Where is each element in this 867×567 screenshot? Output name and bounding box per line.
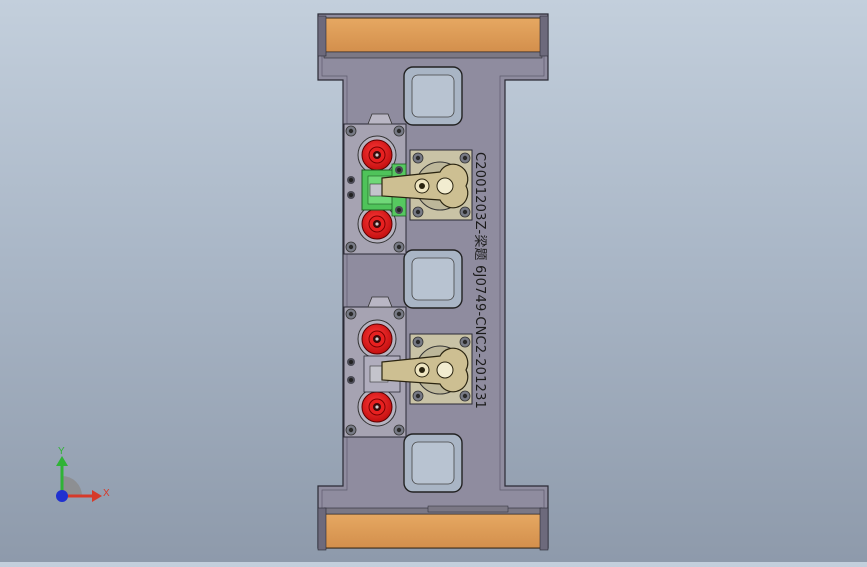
swing-clamp-upper [357,135,397,175]
fixture-body[interactable] [317,13,549,551]
y-axis-label: Y [58,446,65,457]
engraved-part-number: C2001203Z-梁题 6J0749-CNC2-201231 [472,152,487,409]
bottom-locating-pad [317,505,549,551]
x-axis-label: X [103,488,110,499]
view-triad-icon[interactable]: Y X [56,446,110,502]
clamp-assembly-icon[interactable] [343,296,473,438]
clamp-assembly-icon[interactable] [343,113,473,255]
swing-clamp-lower [357,204,397,244]
window-cutouts [403,66,463,493]
swing-clamp-lower [357,387,397,427]
swing-clamp-upper [357,319,397,359]
locating-pad-icon [317,15,549,59]
